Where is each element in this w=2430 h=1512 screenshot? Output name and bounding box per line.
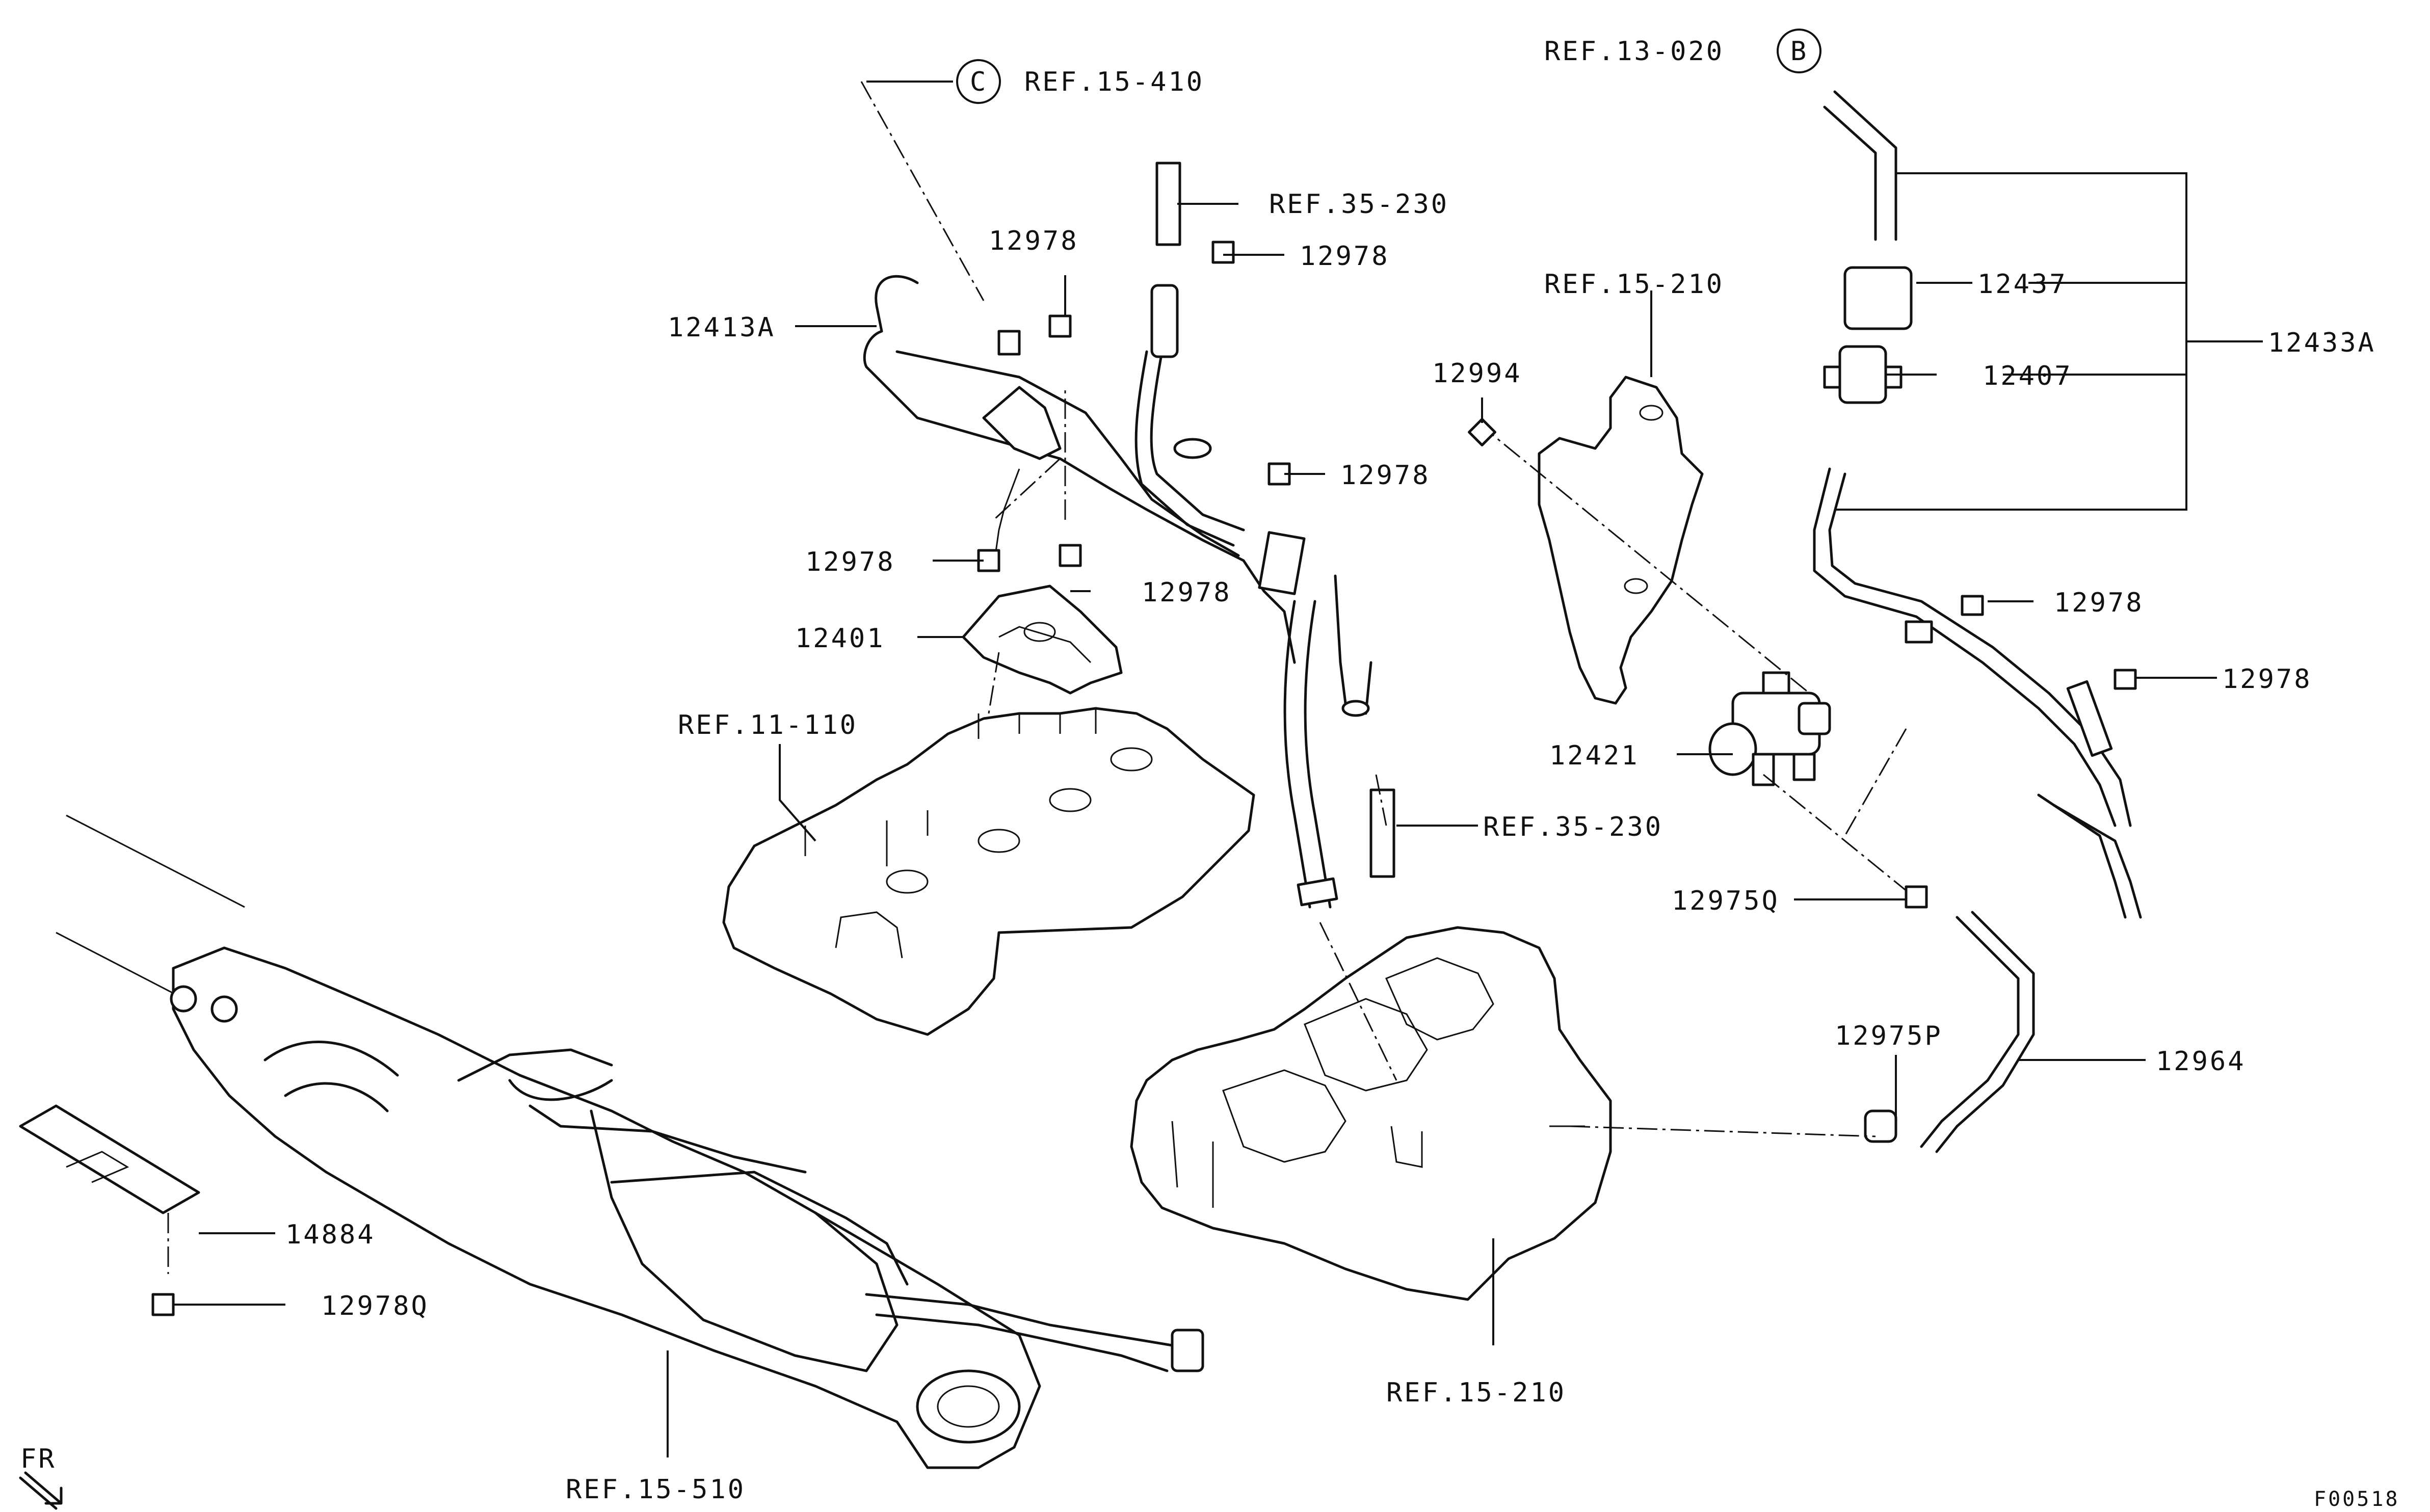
callout-ref-35-230-top: REF.35-230 [1269, 189, 1449, 220]
callout-14884: 14884 [285, 1219, 376, 1250]
callout-12994: 12994 [1432, 358, 1522, 389]
connector-b-letter: B [1790, 36, 1808, 67]
callout-ref-13-020: REF.13-020 [1544, 36, 1724, 67]
connector-c-circle [956, 59, 1001, 104]
callout-12978-b: 12978 [1300, 241, 1390, 272]
figure-code: F00518 [2314, 1488, 2400, 1511]
callout-12964: 12964 [2156, 1046, 2246, 1077]
callout-12978-e: 12978 [1142, 577, 1232, 608]
callout-ref-15-210-bottom: REF.15-210 [1386, 1377, 1566, 1408]
connector-c-letter: C [970, 67, 988, 97]
solenoid-valve-illustration [1708, 671, 1831, 786]
exhaust-catalyst-illustration [56, 814, 1204, 1469]
callout-12978-a: 12978 [989, 226, 1079, 256]
bolt-icons [151, 241, 2137, 1316]
callout-12978Q: 12978Q [321, 1291, 429, 1321]
direction-arrow-icon [19, 1471, 63, 1510]
callout-12978-d: 12978 [805, 547, 895, 577]
phantom-lines [167, 81, 1927, 1274]
callout-12407: 12407 [1983, 361, 2073, 391]
callout-12433A: 12433A [2268, 328, 2376, 358]
callout-12401: 12401 [795, 623, 885, 654]
leader-lines [173, 81, 2263, 1457]
callout-12437: 12437 [1977, 269, 2068, 300]
vacuum-tube-assembly [863, 162, 1395, 909]
front-direction-indicator: FR [19, 1444, 63, 1510]
callout-12975Q: 12975Q [1672, 886, 1780, 916]
callout-ref-15-410: REF.15-410 [1024, 67, 1204, 97]
bracket-12401-illustration [962, 585, 1123, 695]
callout-ref-15-210-top: REF.15-210 [1544, 269, 1724, 300]
connector-b-circle [1777, 29, 1821, 73]
callout-12421: 12421 [1549, 740, 1640, 771]
direction-label: FR [20, 1444, 57, 1474]
callout-12978-c: 12978 [1340, 460, 1431, 491]
callout-12413A: 12413A [668, 312, 776, 343]
heat-shield-illustration [19, 1104, 200, 1214]
intake-manifold-illustration [1130, 926, 1612, 1301]
callout-ref-11-110: REF.11-110 [678, 710, 858, 740]
callout-12978-f: 12978 [2054, 588, 2144, 618]
callout-ref-15-510: REF.15-510 [566, 1474, 746, 1505]
hose-group-illustration [1813, 90, 2142, 1153]
valve-cover-illustration [722, 707, 1255, 1036]
callout-12978-g: 12978 [2222, 664, 2312, 695]
callout-12975P: 12975P [1835, 1021, 1943, 1051]
callout-ref-35-230-mid: REF.35-230 [1483, 812, 1663, 842]
